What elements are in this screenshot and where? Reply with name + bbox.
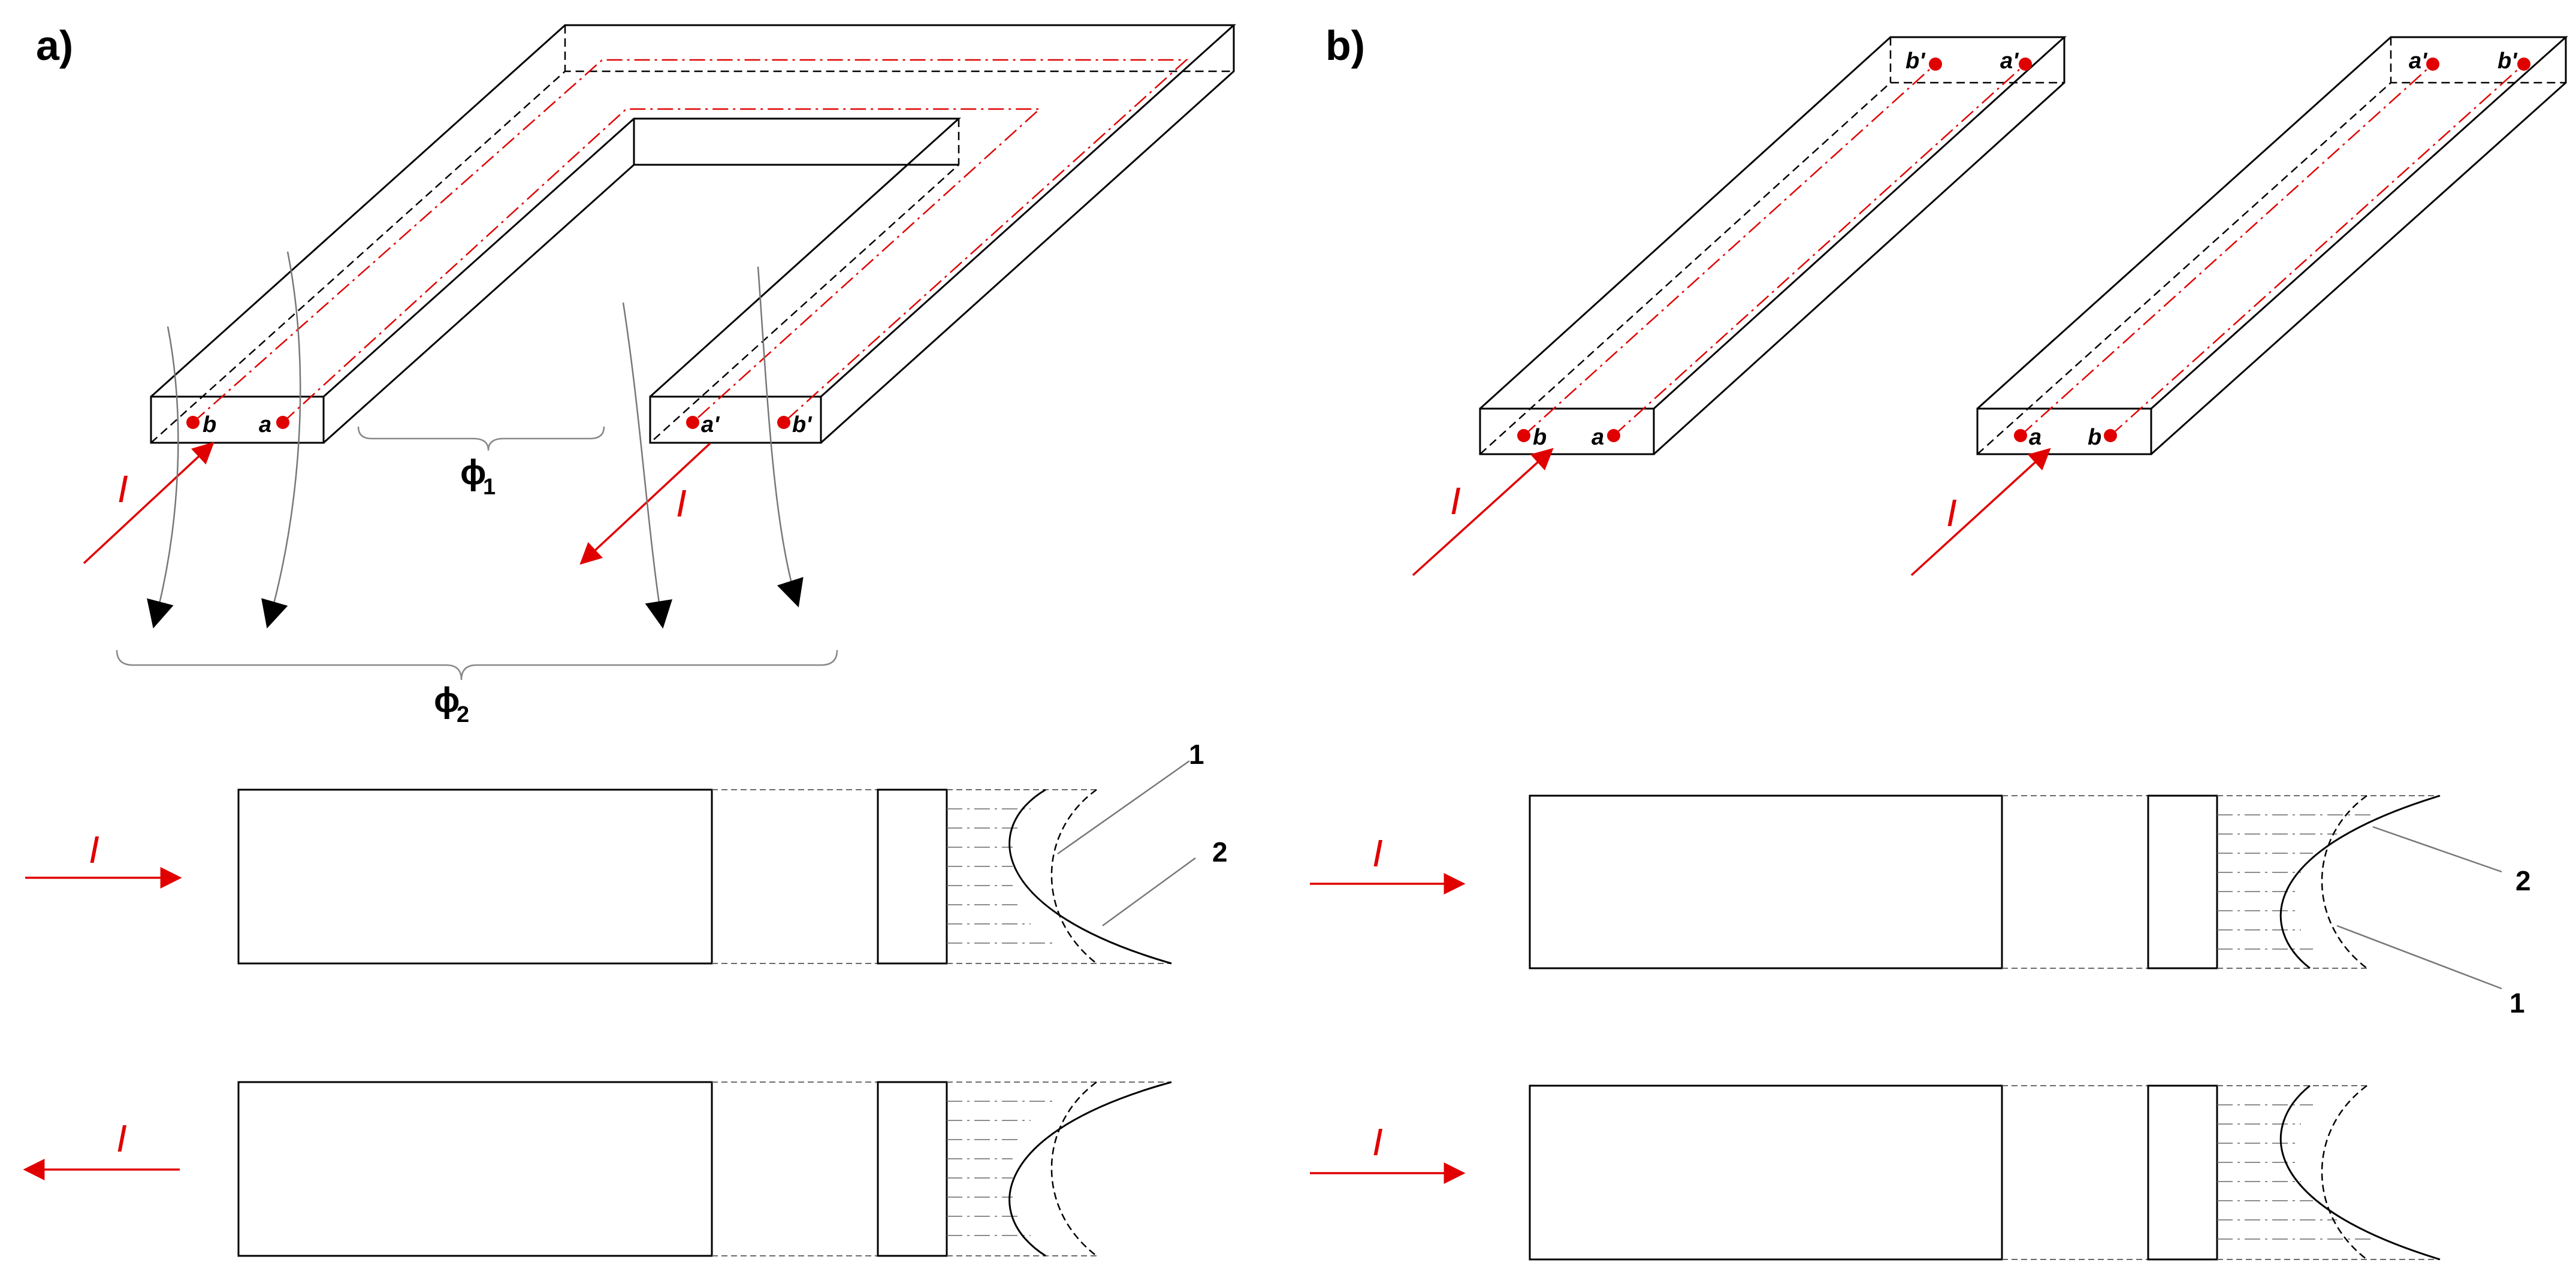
outer-side-edge: [820, 25, 1235, 444]
current-label-right-bar: I: [1946, 491, 1957, 534]
current-arrow-right-bar: [1910, 448, 2051, 576]
phi1-symbol: ϕ: [460, 453, 486, 492]
b-section-row-1: I 2 1: [1310, 794, 2531, 1019]
b-row2-curve-1: [2321, 1084, 2367, 1260]
current-label-left-bar: I: [1450, 479, 1461, 522]
flux-line-3: [622, 302, 673, 629]
flux-line-4: [757, 266, 804, 608]
current-arrow-out: [579, 442, 711, 565]
right-leg-front-face: [649, 395, 822, 444]
right-front-label-a: a: [2029, 425, 2042, 450]
right-front-label-b: b: [2088, 425, 2101, 450]
current-path-outer: [192, 59, 1189, 423]
inner-side-edge: [322, 119, 635, 444]
b-row1-curve-1: [2321, 794, 2367, 969]
b-row2-side-view: [1529, 1084, 2003, 1261]
a-row1-cross-section: [877, 788, 948, 965]
phi1-subscript: 1: [483, 475, 496, 500]
a-row1-label-1: 1: [1189, 739, 1204, 770]
a-row1-side-view: [237, 788, 713, 965]
point-label-a-prime: a': [701, 412, 720, 437]
panel-a-3d: a) b a a': [36, 22, 1236, 727]
point-a-prime-marker: [686, 416, 699, 429]
a-row2-curve-2: [1008, 1081, 1172, 1257]
b-row1-current-label: I: [1372, 832, 1383, 875]
current-path-inner: [282, 108, 1042, 423]
phi2-symbol: ϕ: [434, 681, 460, 720]
a-row1-curve-2: [1008, 788, 1172, 965]
panel-b-3d: b) b a b' a': [1325, 22, 2568, 576]
right-bar: a b a' b': [1976, 36, 2568, 455]
b-row1-cross-section: [2147, 794, 2218, 969]
point-label-b-prime: b': [792, 412, 813, 437]
current-arrow-left-bar: [1412, 448, 1554, 576]
a-section-row-2: I: [23, 1081, 1172, 1257]
phi2-subscript: 2: [457, 702, 469, 727]
b-row1-side-view: [1529, 794, 2003, 969]
right-back-label-b-prime: b': [2498, 49, 2518, 74]
left-bar: b a b' a': [1479, 36, 2067, 455]
a-row1-label-2: 2: [1212, 836, 1228, 868]
a-row2-cross-section: [877, 1081, 948, 1257]
flux-line-1: [147, 326, 179, 629]
brace-phi2: [116, 649, 838, 681]
b-row2-curve-2: [2279, 1084, 2441, 1261]
panel-a-label: a): [36, 22, 73, 69]
point-b-marker: [186, 416, 200, 429]
a-row2-current-label: I: [116, 1117, 127, 1160]
point-label-b: b: [203, 412, 216, 437]
left-leg-front-face: [150, 395, 325, 444]
left-front-label-b: b: [1533, 425, 1547, 450]
b-section-row-2: I: [1310, 1084, 2441, 1261]
a-row2-side-view: [237, 1081, 713, 1257]
a-row1-curve-1: [1050, 788, 1097, 964]
panel-b-label: b): [1325, 22, 1365, 69]
a-row1-current-label: I: [89, 828, 99, 871]
current-label-left: I: [117, 467, 128, 510]
outer-hidden-edge: [150, 70, 1234, 443]
b-row1-curve-2: [2279, 794, 2441, 969]
inner-top-edge: [322, 117, 961, 398]
right-back-label-a-prime: a': [2409, 49, 2428, 74]
inner-hidden-edge: [650, 119, 960, 443]
flux-line-2: [261, 251, 301, 629]
point-label-a: a: [259, 412, 271, 437]
left-back-label-a-prime: a': [2000, 49, 2019, 74]
u-bar-outline: [150, 24, 1236, 444]
current-arrow-in: [83, 442, 215, 564]
b-row1-label-1: 1: [2509, 987, 2525, 1019]
left-back-label-b-prime: b': [1905, 49, 1926, 74]
left-front-label-a: a: [1591, 425, 1604, 450]
b-row1-label-2: 2: [2515, 865, 2531, 896]
b-row2-cross-section: [2147, 1084, 2218, 1261]
b-row2-current-label: I: [1372, 1120, 1383, 1164]
point-a-marker: [276, 416, 289, 429]
outer-top-edge: [150, 24, 1236, 398]
point-b-prime-marker: [777, 416, 790, 429]
a-section-row-1: I 1 2: [25, 739, 1228, 965]
a-row2-curve-1: [1050, 1081, 1097, 1256]
current-label-right: I: [676, 482, 687, 525]
brace-phi1: [357, 426, 605, 451]
